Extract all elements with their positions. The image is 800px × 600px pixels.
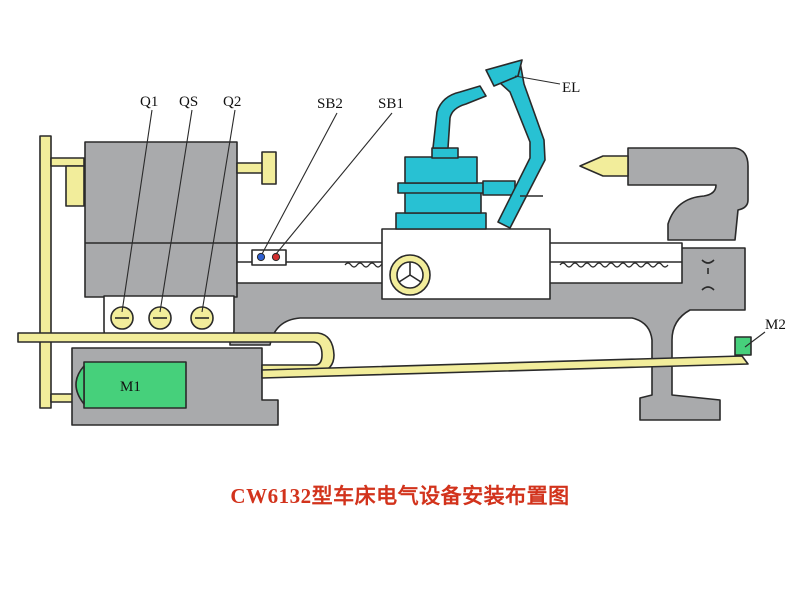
motor-m1-endcap: [75, 365, 85, 405]
sb1-button-icon: [271, 252, 281, 262]
motor-m1: [83, 361, 187, 409]
handle-bracket-lower: [50, 393, 74, 403]
label-m1: M1: [120, 379, 141, 395]
headstock: [84, 141, 238, 298]
lead-screw: [344, 262, 669, 268]
tool-post: [395, 85, 516, 230]
tailstock: [627, 147, 749, 241]
sb2-button-icon: [256, 252, 266, 262]
label-qs: QS: [179, 94, 198, 110]
label-q1: Q1: [140, 94, 158, 110]
lamp-arm: [487, 61, 546, 229]
handle-bar: [39, 135, 52, 409]
label-sb1: SB1: [378, 96, 404, 112]
handle-bracket-upper: [50, 157, 85, 167]
label-m2: M2: [765, 317, 786, 333]
handle-block: [65, 165, 85, 207]
spindle-nut: [261, 151, 277, 185]
label-sb2: SB2: [317, 96, 343, 112]
motor-m2: [734, 336, 752, 356]
lathe-bed: [229, 247, 746, 421]
tailstock-quill: [579, 155, 629, 177]
label-el: EL: [562, 80, 580, 96]
feed-rod-right: [261, 355, 749, 379]
label-q2: Q2: [223, 94, 241, 110]
diagram-caption: CW6132型车床电气设备安装布置图: [230, 484, 570, 508]
